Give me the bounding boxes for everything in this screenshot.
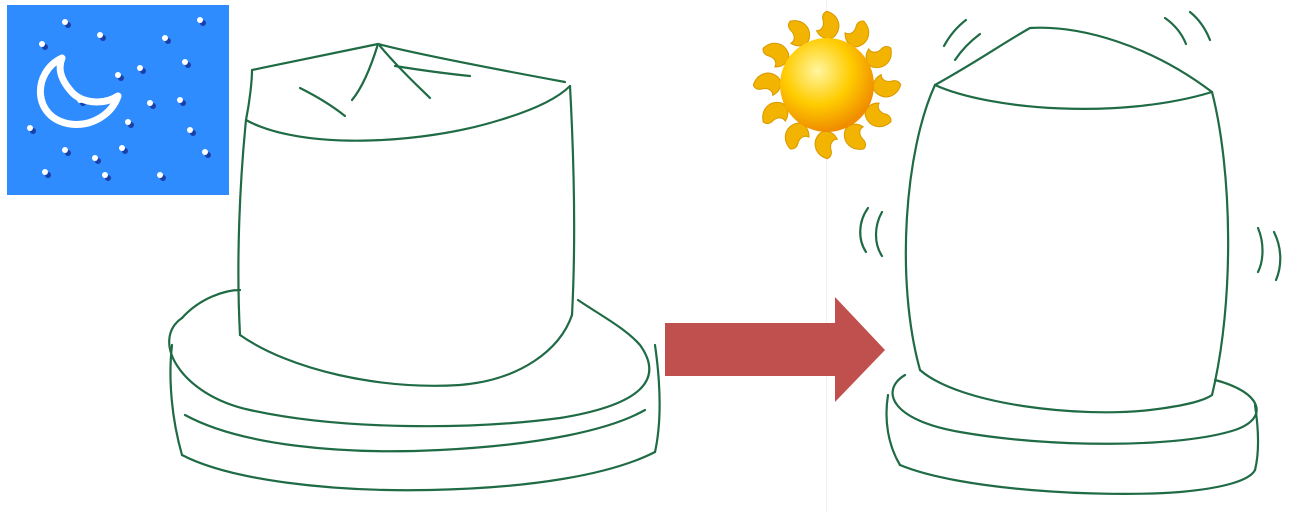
night-base-top-back — [182, 290, 240, 318]
night-object-sketch — [169, 44, 659, 490]
night-base-edge-left — [170, 345, 182, 455]
star-dot — [177, 97, 183, 103]
night-top-crease-1 — [352, 44, 378, 100]
vibration-mark — [1274, 232, 1280, 280]
star-dot — [137, 65, 143, 71]
night-base-bottom — [182, 452, 655, 490]
vibration-mark — [1190, 12, 1210, 40]
night-base-edge-right — [655, 345, 660, 452]
sun-core — [780, 38, 874, 132]
night-body-bottom — [240, 315, 572, 386]
day-top-rim — [935, 85, 1212, 109]
star-dot — [182, 59, 188, 65]
star-dot — [92, 155, 98, 161]
night-top-rim — [246, 86, 570, 141]
star-dot — [187, 127, 193, 133]
vibration-mark — [860, 208, 868, 252]
vibration-mark — [944, 20, 966, 46]
sun-ray — [817, 11, 839, 38]
night-body-right — [570, 86, 574, 315]
night-top-outline — [246, 44, 565, 120]
star-dot — [162, 35, 168, 41]
vibration-mark — [1258, 228, 1263, 272]
day-body-left — [906, 85, 935, 370]
night-badge — [7, 5, 229, 195]
star-dot — [27, 125, 33, 131]
star-dot — [97, 32, 103, 38]
vibration-mark — [1165, 18, 1186, 44]
right-arrow-icon — [665, 297, 885, 402]
star-dot — [62, 147, 68, 153]
star-dot — [115, 72, 121, 78]
star-dot — [157, 172, 163, 178]
star-dot — [39, 41, 45, 47]
night-top-crease-4 — [300, 88, 345, 116]
star-dot — [202, 149, 208, 155]
star-dot — [119, 145, 125, 151]
star-dot — [125, 119, 131, 125]
day-body-bottom — [920, 370, 1212, 412]
sun-ray — [753, 73, 780, 95]
night-body-left — [238, 120, 246, 335]
day-body-right — [1212, 92, 1228, 395]
star-dot — [102, 172, 108, 178]
sun-ray — [873, 75, 900, 97]
vibration-mark — [955, 34, 980, 60]
day-base-bottom — [900, 465, 1255, 494]
star-dot — [197, 17, 203, 23]
day-base-edge-right — [1255, 405, 1258, 470]
vibration-mark — [876, 212, 882, 256]
star-dot — [42, 169, 48, 175]
star-dot — [62, 19, 68, 25]
sun-ray — [815, 131, 837, 158]
sun-icon — [753, 11, 900, 158]
night-base-top — [169, 300, 649, 426]
day-object-sketch — [860, 12, 1280, 494]
star-dot — [147, 100, 153, 106]
